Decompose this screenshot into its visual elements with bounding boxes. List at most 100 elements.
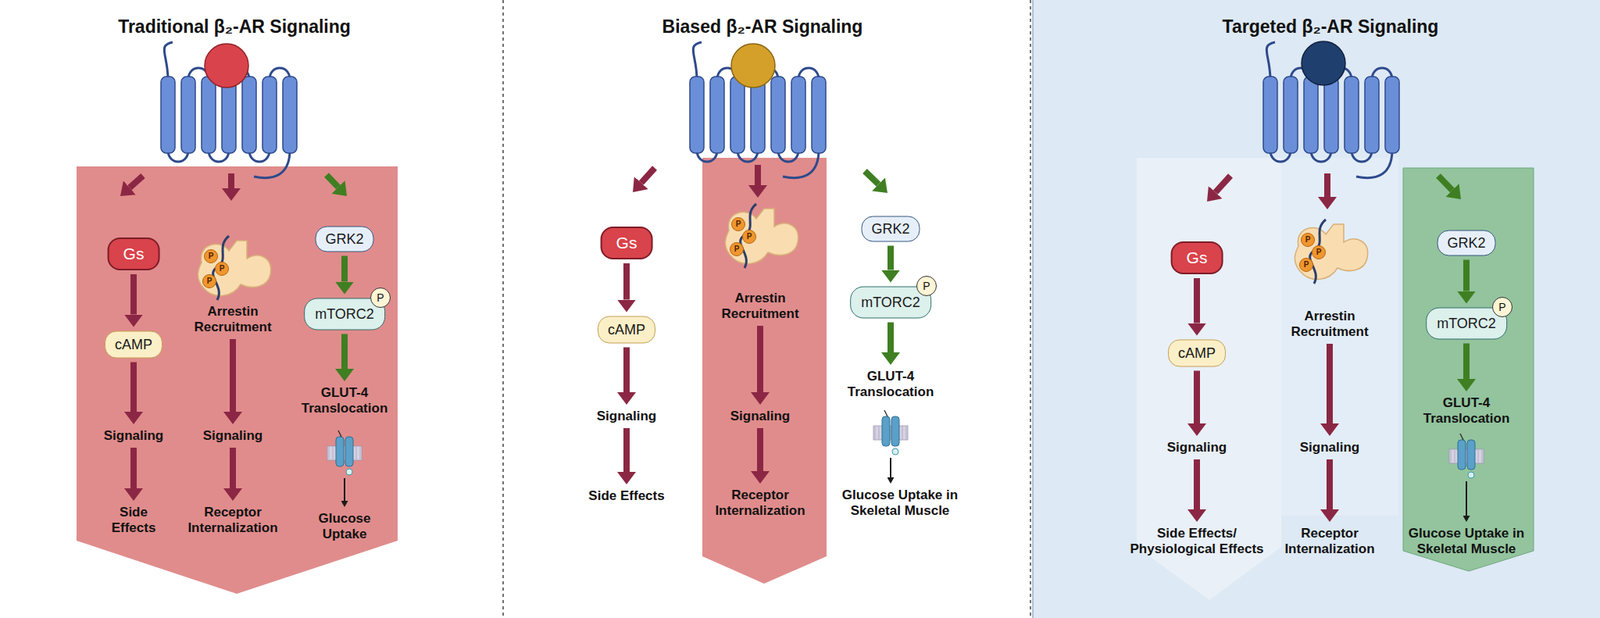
receptor-helix bbox=[1385, 76, 1400, 154]
transporter-half bbox=[345, 436, 354, 467]
phosphate-badge: P bbox=[742, 229, 757, 244]
node-text: Glucose Uptake in Skeletal Muscle bbox=[1403, 525, 1529, 558]
node-text: GLUT-4 Translocation bbox=[1417, 395, 1515, 427]
pathway-arrow bbox=[1463, 343, 1470, 380]
pathway-arrow bbox=[229, 339, 236, 412]
pathway-arrow bbox=[1438, 175, 1453, 190]
glut4-transporter-icon bbox=[1449, 433, 1484, 479]
node-text: cAMP bbox=[1178, 345, 1216, 362]
pathway-arrow bbox=[341, 256, 348, 283]
step-label: Signaling bbox=[583, 408, 670, 425]
receptor-n-terminus bbox=[692, 42, 702, 80]
phosphate-badge: P bbox=[1300, 232, 1315, 247]
step-label: Side Effects/ Physiological Effects bbox=[1126, 525, 1268, 558]
membrane-stripe bbox=[1450, 450, 1452, 463]
node-text: GRK2 bbox=[871, 221, 910, 238]
transporter-tail bbox=[1460, 433, 1464, 440]
process-box: GRK2 bbox=[314, 226, 374, 253]
phosphate-badge: P bbox=[202, 274, 217, 289]
pathway-arrow bbox=[757, 428, 764, 472]
node-text: GLUT-4 Translocation bbox=[842, 368, 940, 400]
glut4-transporter-icon bbox=[873, 410, 908, 455]
node-text: Side Effects bbox=[102, 504, 165, 536]
phosphate-badge: P bbox=[370, 287, 391, 308]
pathway-arrow bbox=[1326, 459, 1333, 510]
membrane-stripe bbox=[890, 426, 892, 440]
receptor-c-terminus bbox=[1356, 150, 1393, 179]
pathway-arrow bbox=[341, 334, 348, 370]
phosphate-badge: P bbox=[214, 261, 229, 276]
process-box: GRK2 bbox=[860, 216, 920, 243]
transporter-half bbox=[882, 416, 890, 447]
membrane-stripe bbox=[1466, 450, 1468, 463]
pathway-arrow bbox=[130, 447, 137, 489]
node-text: Signaling bbox=[717, 408, 804, 425]
receptor-tail bbox=[740, 203, 757, 268]
node-text: GRK2 bbox=[1446, 235, 1486, 252]
process-box: Gs bbox=[600, 226, 654, 260]
node-text: Gs bbox=[1186, 248, 1208, 268]
process-box: Gs bbox=[107, 237, 161, 271]
receptor-c-terminus bbox=[253, 150, 290, 179]
node-text: Signaling bbox=[1153, 439, 1240, 456]
transporter-half bbox=[335, 436, 344, 467]
pathway-arrow bbox=[229, 447, 236, 489]
node-text: mTORC2 bbox=[1436, 315, 1497, 333]
node-text: Gs bbox=[123, 244, 145, 264]
node-text: Arrestin Recruitment bbox=[185, 303, 280, 336]
phosphate-badge: P bbox=[731, 217, 746, 232]
glut4-transporter-icon bbox=[327, 430, 362, 475]
pathway-arrow bbox=[1193, 371, 1200, 425]
transporter-half bbox=[1467, 439, 1475, 470]
arrestin-shape bbox=[197, 240, 271, 297]
receptor-helix bbox=[242, 76, 257, 154]
step-label: Signaling bbox=[90, 428, 177, 444]
receptor-illustration bbox=[1215, 41, 1453, 197]
pathway-arrow bbox=[889, 457, 892, 478]
step-label: Arrestin Recruitment bbox=[185, 303, 280, 336]
receptor-helix bbox=[1324, 76, 1339, 154]
membrane-stripe bbox=[906, 426, 908, 440]
phosphate-badge: P bbox=[1492, 296, 1513, 318]
phosphate-badge: P bbox=[916, 275, 937, 297]
panel-title: Biased β₂-AR Signaling bbox=[662, 16, 864, 38]
receptor-illustration bbox=[129, 42, 339, 189]
pathway-arrow bbox=[1193, 278, 1200, 324]
step-label: Glucose Uptake bbox=[309, 510, 380, 543]
receptor-helix bbox=[1263, 76, 1278, 154]
ligand-circle bbox=[204, 43, 249, 88]
panel-title: Traditional β₂-AR Signaling bbox=[117, 16, 351, 38]
arrestin-illustration bbox=[197, 235, 271, 300]
step-label: Glucose Uptake in Skeletal Muscle bbox=[831, 487, 969, 519]
receptor-illustration bbox=[641, 42, 879, 186]
membrane-stripe bbox=[902, 426, 904, 440]
pathway-arrow bbox=[623, 263, 630, 300]
process-box: cAMP bbox=[1167, 339, 1226, 368]
phosphate-badge: P bbox=[1299, 257, 1314, 272]
pathway-band bbox=[702, 157, 827, 584]
receptor-tail bbox=[1310, 219, 1326, 284]
receptor-helix bbox=[791, 76, 806, 154]
membrane bbox=[1449, 449, 1484, 464]
membrane-stripe bbox=[1482, 450, 1483, 463]
step-label: GLUT-4 Translocation bbox=[296, 385, 393, 417]
phosphate-badge: P bbox=[1311, 245, 1326, 260]
pathway-arrow bbox=[228, 173, 235, 189]
membrane-stripe bbox=[328, 446, 330, 460]
step-label: Signaling bbox=[1286, 439, 1373, 456]
receptor-helix bbox=[282, 76, 297, 154]
pathway-arrow bbox=[1463, 260, 1470, 292]
pathway-arrow bbox=[130, 274, 137, 315]
node-text: Gs bbox=[616, 233, 638, 253]
node-text: cAMP bbox=[607, 321, 646, 339]
receptor-n-terminus bbox=[164, 42, 173, 80]
ligand-circle bbox=[731, 43, 775, 88]
glucose-dot bbox=[1467, 471, 1475, 479]
node-text: Signaling bbox=[189, 428, 276, 444]
process-box: Gs bbox=[1171, 241, 1224, 275]
transporter-half bbox=[891, 416, 900, 447]
step-label: Signaling bbox=[1153, 439, 1240, 456]
membrane-stripe bbox=[344, 446, 346, 460]
pathway-arrow bbox=[343, 478, 346, 501]
receptor-helix bbox=[221, 76, 236, 154]
